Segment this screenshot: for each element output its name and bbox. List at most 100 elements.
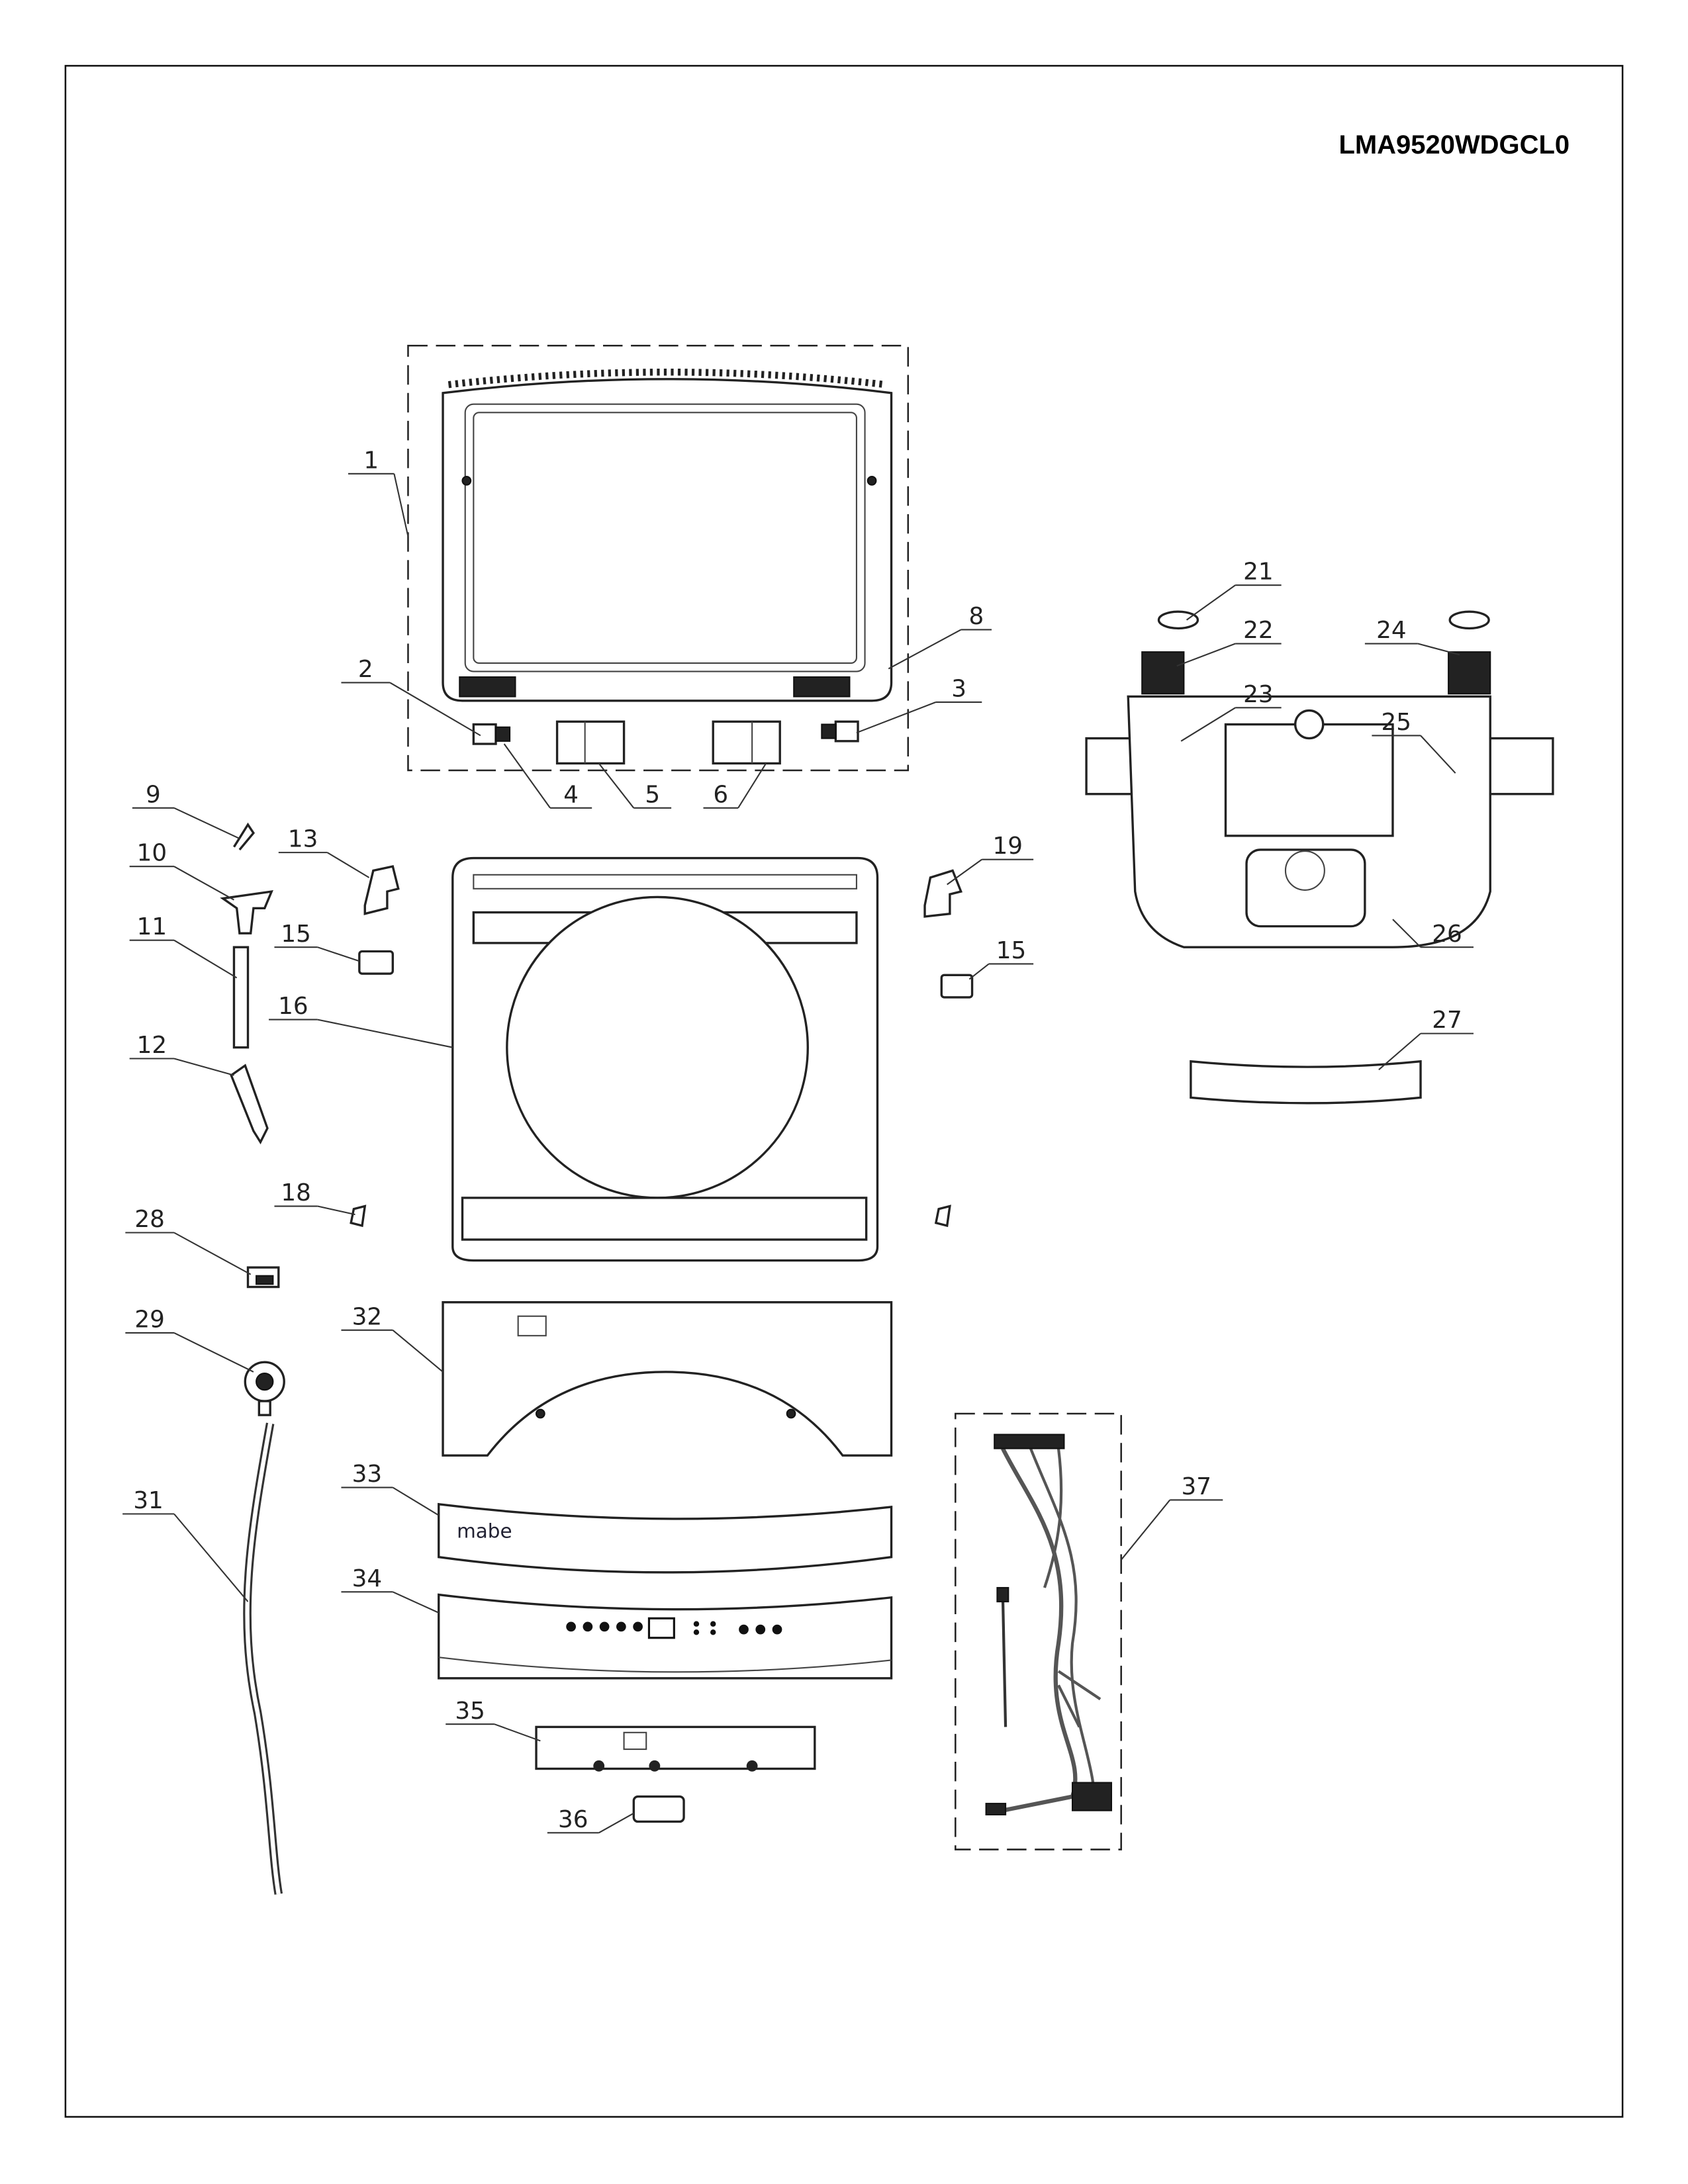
- callout-number: 18: [281, 1179, 311, 1206]
- callout-22: 22: [1176, 617, 1282, 667]
- callout-leader-line: [598, 1812, 634, 1834]
- callout-number: 31: [133, 1487, 163, 1514]
- callout-number: 35: [455, 1698, 485, 1725]
- callout-36: 36: [547, 1806, 634, 1834]
- callout-leader-line: [598, 762, 635, 809]
- callout-number: 33: [352, 1461, 383, 1488]
- callout-leader-line: [1180, 707, 1236, 742]
- callout-number: 21: [1243, 559, 1274, 586]
- callout-16: 16: [269, 993, 453, 1048]
- callout-2: 2: [341, 656, 481, 737]
- callout-4: 4: [503, 743, 592, 809]
- callout-19: 19: [947, 833, 1034, 886]
- callout-34: 34: [341, 1565, 440, 1614]
- hinge-pin-right-part: [821, 720, 859, 743]
- callout-29: 29: [125, 1306, 254, 1373]
- callout-number: 9: [146, 781, 161, 808]
- callout-leader-line: [968, 963, 990, 980]
- hinge-block-left-part: [555, 720, 626, 765]
- callout-leader-line: [1120, 1499, 1171, 1561]
- callout-23: 23: [1180, 681, 1282, 742]
- callout-15: 15: [274, 921, 360, 962]
- callout-28: 28: [125, 1206, 252, 1275]
- callout-25: 25: [1372, 709, 1456, 774]
- wire-harness-dashed-box: [955, 1412, 1122, 1850]
- callout-15: 15: [968, 937, 1034, 980]
- pad-right-part-15: [940, 974, 974, 999]
- callout-3: 3: [856, 675, 982, 734]
- dispenser-assembly-part-26: [1085, 610, 1554, 948]
- console-frame-part-32: [442, 1301, 893, 1457]
- callout-33: 33: [341, 1461, 440, 1516]
- callout-number: 1: [363, 447, 379, 474]
- spring-part-9: [233, 822, 256, 850]
- callout-5: 5: [598, 762, 672, 809]
- control-panel-overlay-part-33: mabe: [438, 1502, 893, 1574]
- callout-number: 26: [1432, 921, 1462, 948]
- callout-leader-line: [1176, 643, 1236, 667]
- callout-leader-line: [173, 939, 238, 979]
- callout-number: 5: [645, 781, 660, 808]
- callout-leader-line: [173, 1513, 249, 1602]
- sensor-part-28: [246, 1266, 280, 1289]
- callout-9: 9: [132, 781, 240, 840]
- callout-24: 24: [1364, 617, 1460, 656]
- callout-leader-line: [393, 473, 409, 537]
- callout-number: 4: [563, 781, 579, 808]
- callout-26: 26: [1392, 919, 1474, 948]
- callout-11: 11: [129, 913, 238, 979]
- callout-leader-line: [173, 866, 234, 901]
- callout-number: 22: [1243, 617, 1274, 644]
- callout-leader-line: [392, 1486, 440, 1516]
- callout-leader-line: [326, 852, 370, 878]
- callout-leader-line: [1420, 735, 1456, 774]
- callout-leader-line: [737, 762, 767, 809]
- pressure-switch-part-29: [244, 1361, 285, 1416]
- lid-switch-part-10: [220, 889, 273, 934]
- callout-leader-line: [392, 1329, 444, 1373]
- damper-rod-part-11: [232, 946, 250, 1049]
- callout-number: 28: [134, 1206, 165, 1233]
- callout-21: 21: [1186, 559, 1282, 621]
- callout-number: 36: [558, 1806, 588, 1833]
- callout-leader-line: [494, 1723, 541, 1742]
- callout-number: 32: [352, 1303, 383, 1330]
- callout-number: 6: [713, 781, 728, 808]
- callout-leader-line: [317, 946, 360, 962]
- callout-leader-line: [392, 1591, 440, 1614]
- clip-right-part-18: [934, 1205, 951, 1228]
- callout-number: 15: [996, 937, 1027, 964]
- callout-leader-line: [173, 807, 240, 840]
- callout-leader-line: [503, 743, 551, 809]
- mabe-logo: mabe: [457, 1520, 512, 1542]
- callout-number: 10: [137, 840, 167, 867]
- callout-leader-line: [947, 858, 982, 886]
- callout-leader-line: [1186, 584, 1236, 621]
- callout-32: 32: [341, 1303, 444, 1373]
- control-panel-part-34: [438, 1593, 893, 1680]
- callout-leader-line: [317, 1205, 355, 1216]
- callout-number: 27: [1432, 1007, 1462, 1034]
- callout-leader-line: [317, 1019, 453, 1048]
- callout-8: 8: [888, 603, 992, 670]
- callout-number: 34: [352, 1565, 383, 1592]
- callout-number: 23: [1243, 681, 1274, 708]
- hinge-bracket-left-part-13: [363, 865, 400, 915]
- callout-leader-line: [173, 1232, 252, 1275]
- callout-number: 16: [278, 993, 308, 1020]
- rod-part-12: [230, 1064, 269, 1145]
- pad-left-part-15: [358, 950, 394, 975]
- callout-31: 31: [122, 1487, 249, 1602]
- callout-number: 19: [992, 833, 1023, 860]
- callout-number: 24: [1376, 617, 1406, 644]
- callout-number: 8: [969, 603, 984, 630]
- model-number-title: LMA9520WDGCL0: [1338, 130, 1570, 159]
- callout-27: 27: [1378, 1007, 1474, 1071]
- callout-number: 37: [1182, 1473, 1212, 1500]
- callout-1: 1: [348, 447, 409, 537]
- callout-number: 11: [137, 913, 167, 940]
- lid-assembly-dashed-box: [407, 345, 910, 772]
- callout-18: 18: [274, 1179, 355, 1216]
